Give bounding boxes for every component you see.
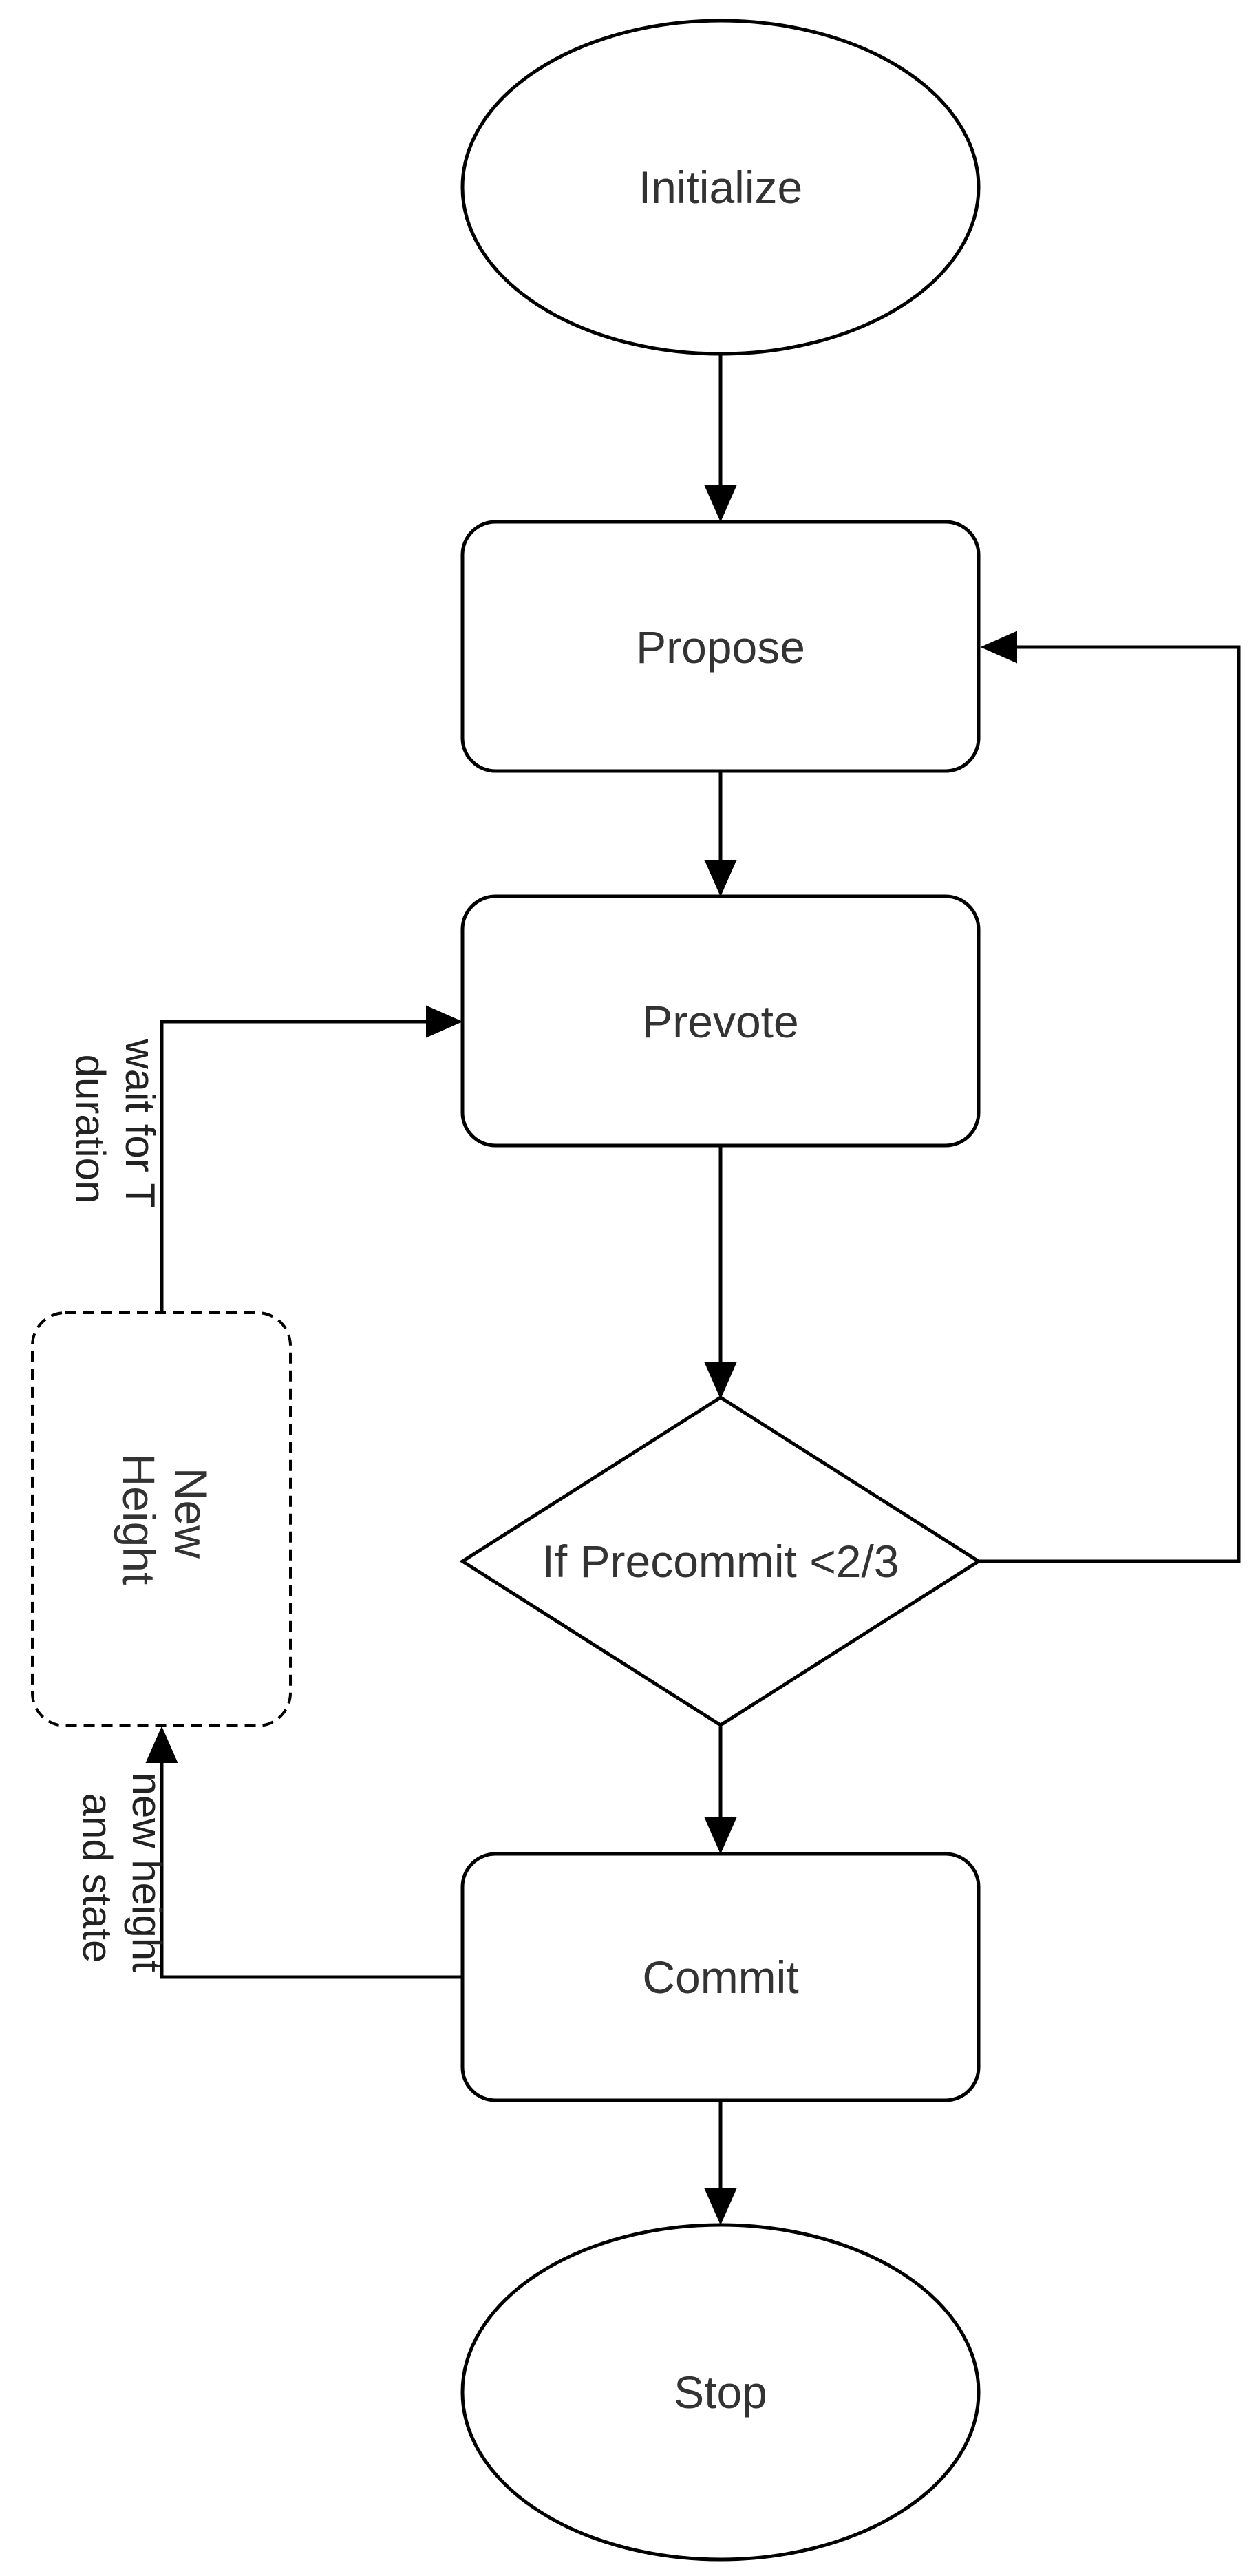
node-decision: If Precommit <2/3 (459, 1395, 982, 1727)
node-new-height: New Height (31, 1311, 292, 1727)
node-prevote: Prevote (460, 894, 981, 1148)
wait-label-line-1: wait for T (117, 1038, 163, 1207)
stop-ellipse (460, 2223, 981, 2562)
node-stop: Stop (460, 2223, 981, 2562)
arrow-head-propose-right (980, 631, 1017, 664)
edge-new-height-to-prevote (160, 1020, 428, 1313)
initialize-ellipse (460, 19, 981, 356)
arrow-head-prevote-left (426, 1005, 463, 1038)
edge-commit-to-new-height (160, 1761, 462, 1979)
initialize-label: Initialize (639, 162, 802, 213)
new-height-label-line-1: New (166, 1468, 217, 1559)
edges (145, 355, 1241, 2226)
arrow-head-decision-top (704, 1362, 737, 1400)
stop-label: Stop (674, 2367, 767, 2418)
propose-label: Propose (636, 622, 805, 673)
prevote-box (460, 894, 981, 1148)
prevote-label: Prevote (642, 996, 798, 1047)
wait-label-line-2: duration (67, 1055, 114, 1204)
arrow-head-commit-top (704, 1817, 737, 1855)
node-propose: Propose (460, 520, 981, 773)
decision-label: If Precommit <2/3 (542, 1536, 899, 1587)
node-initialize: Initialize (460, 19, 981, 356)
commit-label: Commit (642, 1952, 798, 2003)
edge-label-wait: wait for T duration (67, 1038, 163, 1218)
edge-decision-to-propose (979, 645, 1241, 1563)
wait-label: wait for T duration (67, 1038, 163, 1218)
decision-diamond (459, 1395, 982, 1727)
new-height-state-label-line-2: and state (74, 1793, 120, 1963)
new-height-state-label: new height and state (74, 1773, 170, 1984)
new-height-box (31, 1311, 292, 1727)
arrow-head-prevote-top (704, 860, 737, 897)
node-commit: Commit (460, 1852, 981, 2102)
arrow-head-propose-top (704, 485, 737, 522)
arrow-head-new-height-bottom (145, 1726, 178, 1763)
arrow-head-stop-top (704, 2188, 737, 2226)
new-height-label-line-2: Height (114, 1454, 164, 1585)
new-height-state-label-line-1: new height (124, 1773, 170, 1973)
propose-box (460, 520, 981, 773)
new-height-label: New Height (114, 1454, 217, 1585)
commit-box (460, 1852, 981, 2102)
edge-label-new-height-state: new height and state (74, 1773, 170, 1984)
